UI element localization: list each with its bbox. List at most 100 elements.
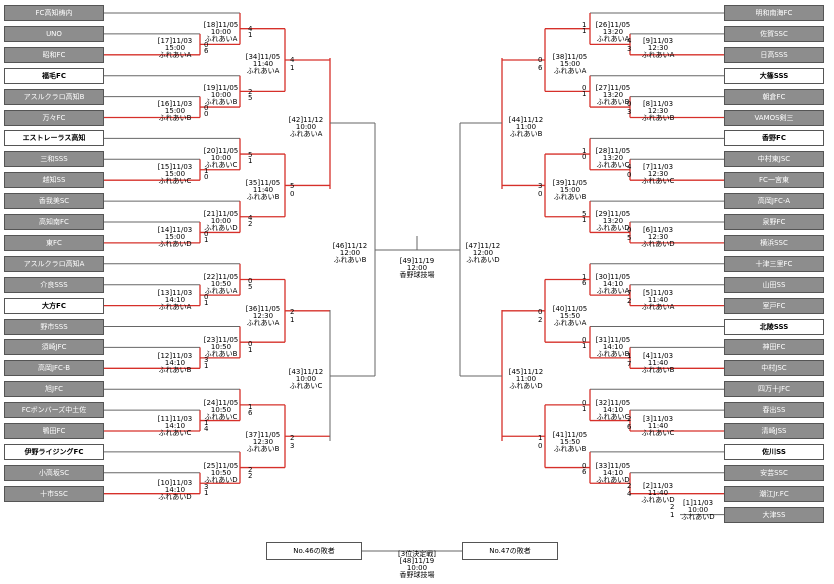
match-info-line: ふれあいB	[553, 193, 587, 201]
match-info-line: [46]11/12	[332, 242, 368, 250]
right-team-11: 泉野FC	[724, 214, 824, 230]
match-info-line: [1]11/03	[682, 499, 714, 507]
right-team-7: 香野FC	[724, 130, 824, 147]
score-label: 3	[538, 182, 543, 190]
score-label: 1	[290, 316, 295, 324]
score-label: 0	[290, 190, 295, 198]
score-label: 2	[670, 503, 675, 511]
match-info-line: [20]11/05	[203, 147, 239, 155]
score-label: 4	[248, 25, 253, 33]
match-info-line: [25]11/05	[203, 462, 239, 470]
left-team-9: 越知SS	[4, 172, 104, 189]
match-info-line: 13:20	[602, 91, 624, 99]
score-label: 2	[627, 297, 632, 305]
match-info-line: ふれあいA	[204, 35, 238, 43]
score-label: 0	[204, 41, 209, 49]
score-label: 4	[627, 490, 632, 498]
match-info-line: 10:00	[295, 123, 317, 131]
left-team-6: 万々FC	[4, 109, 104, 126]
right-team-13: 十津三里FC	[724, 255, 824, 272]
score-label: 6	[204, 47, 209, 55]
right-team-2: 佐賀SSC	[724, 25, 824, 42]
match-info-line: ふれあいB	[509, 130, 543, 138]
score-label: 0	[582, 399, 587, 407]
score-label: 0	[248, 340, 253, 348]
match-info-line: [43]11/12	[288, 368, 324, 376]
match-info-line: 13:20	[602, 28, 624, 36]
score-label: 1	[582, 27, 587, 35]
match-info-line: 12:30	[252, 438, 274, 446]
score-label: 4	[627, 163, 632, 171]
score-label: 2	[248, 472, 253, 480]
match-info-line: [4]11/03	[642, 352, 674, 360]
score-label: 2	[248, 220, 253, 228]
match-info-line: 13:20	[602, 154, 624, 162]
right-team-1: 明和南海FC	[724, 5, 824, 21]
score-label: 2	[248, 466, 253, 474]
left-team-22: 伊野ライジングFC	[4, 443, 104, 460]
match-info-line: [18]11/05	[203, 21, 239, 29]
match-info-line: [24]11/05	[203, 399, 239, 407]
match-info-line: 14:10	[602, 343, 624, 351]
score-label: 2	[538, 316, 543, 324]
match-info-line: [38]11/05	[552, 53, 588, 61]
right-team-14: 山田SS	[724, 276, 824, 293]
match-info-line: [23]11/05	[203, 336, 239, 344]
match-info-line: [17]11/03	[157, 37, 193, 45]
score-label: 2	[290, 308, 295, 316]
match-info-line: ふれあいC	[596, 161, 630, 169]
score-label: 0	[627, 100, 632, 108]
score-label: 2	[627, 482, 632, 490]
score-label: 1	[290, 64, 295, 72]
match-info-line: ふれあいC	[641, 429, 675, 437]
match-info-line: ふれあいA	[246, 319, 280, 327]
score-label: 0	[582, 153, 587, 161]
score-label: 0	[627, 171, 632, 179]
right-team-22: 佐川SS	[724, 443, 824, 460]
score-label: 5	[627, 234, 632, 242]
match-info-line: [16]11/03	[157, 100, 193, 108]
match-info-line: [8]11/03	[642, 100, 674, 108]
score-label: 5	[582, 210, 587, 218]
match-info-line: 15:50	[559, 438, 581, 446]
match-info-line: 15:00	[164, 107, 186, 115]
match-info-line: 12:30	[252, 312, 274, 320]
match-info-line: [5]11/03	[642, 289, 674, 297]
score-label: 0	[248, 277, 253, 285]
match-info-line: [29]11/05	[595, 210, 631, 218]
match-info-line: ふれあいB	[596, 98, 630, 106]
match-info-line: ふれあいB	[333, 256, 367, 264]
match-info-line: ふれあいC	[158, 177, 192, 185]
match-info-line: 15:00	[164, 44, 186, 52]
right-team-8: 中村東JSC	[724, 151, 824, 168]
left-team-5: アスルクラロ高知B	[4, 88, 104, 105]
score-label: 0	[204, 293, 209, 301]
score-label: 1	[248, 403, 253, 411]
score-label: 5	[290, 182, 295, 190]
match-info-line: [22]11/05	[203, 273, 239, 281]
match-info-line: 10:00	[295, 375, 317, 383]
match-info-line: [3]11/03	[642, 415, 674, 423]
match-info-line: [34]11/05	[245, 53, 281, 61]
score-label: 3	[627, 108, 632, 116]
right-team-20: 春出SS	[724, 402, 824, 419]
match-info-line: 13:20	[602, 217, 624, 225]
match-info-line: [15]11/03	[157, 163, 193, 171]
score-label: 1	[670, 511, 675, 519]
right-team-17: 神田FC	[724, 339, 824, 356]
match-info-line: ふれあいD	[158, 493, 192, 501]
match-info-line: ふれあいB	[204, 350, 238, 358]
